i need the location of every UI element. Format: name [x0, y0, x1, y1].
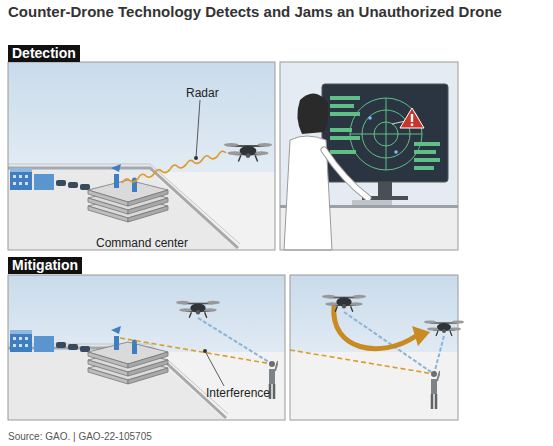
tab-text: Detection — [12, 45, 76, 62]
scene-label: Command center — [96, 236, 188, 250]
scene-label: Interference — [206, 386, 270, 400]
source-note: Source: GAO. | GAO-22-105705 — [8, 431, 152, 442]
tab-text: Mitigation — [12, 257, 78, 274]
section-tab: Detection — [8, 45, 80, 62]
scene-label: Radar — [186, 86, 219, 100]
diagram-title: Counter-Drone Technology Detects and Jam… — [8, 3, 502, 20]
section-tab: Mitigation — [8, 257, 82, 274]
